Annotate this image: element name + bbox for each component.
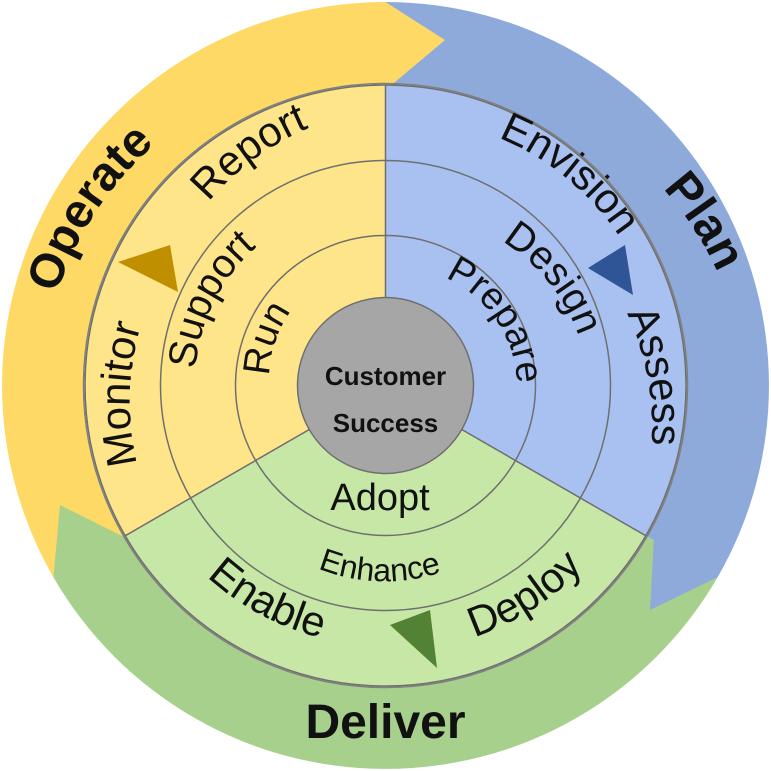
center-disc [296,296,475,475]
deliver-inner-label: Adopt [330,477,430,519]
deliver-phase-label: Deliver [305,696,465,749]
deliver-direction-triangle [390,610,437,668]
deliver-arrow-tip [53,505,130,578]
center-label-line1: Customer [325,361,446,391]
plan-direction-triangle [588,245,633,295]
plan-arrow-tip [650,520,718,610]
operate-arrow-tip [385,2,445,90]
center-label-line2: Success [333,408,439,438]
operate-direction-triangle [118,245,178,292]
inner-rings [82,82,689,689]
